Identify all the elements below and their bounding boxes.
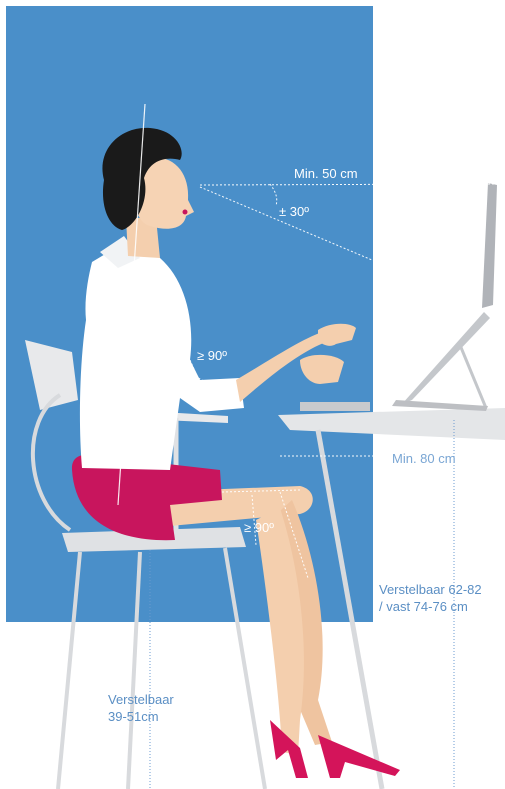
keyboard [300, 402, 370, 411]
seat-height-label-line2: 39-51cm [108, 709, 159, 724]
lips [183, 210, 188, 215]
right-shoe [318, 735, 400, 778]
view-angle-label: ± 30º [279, 204, 309, 219]
monitor-stand [402, 312, 490, 404]
monitor-screen [482, 183, 497, 308]
seat-height-label-line1: Verstelbaar [108, 692, 174, 707]
desk-height-label-line1: Verstelbaar 62-82 [379, 582, 482, 597]
knee-angle-label: ≥ 90º [244, 520, 274, 535]
monitor-base [392, 400, 488, 411]
desk-depth-label: Min. 80 cm [392, 451, 456, 466]
elbow-angle-label: ≥ 90º [197, 348, 227, 363]
monitor-distance-label: Min. 50 cm [294, 166, 358, 181]
desk-height-label-line2: / vast 74-76 cm [379, 599, 468, 614]
monitor-back-leg [460, 345, 486, 408]
